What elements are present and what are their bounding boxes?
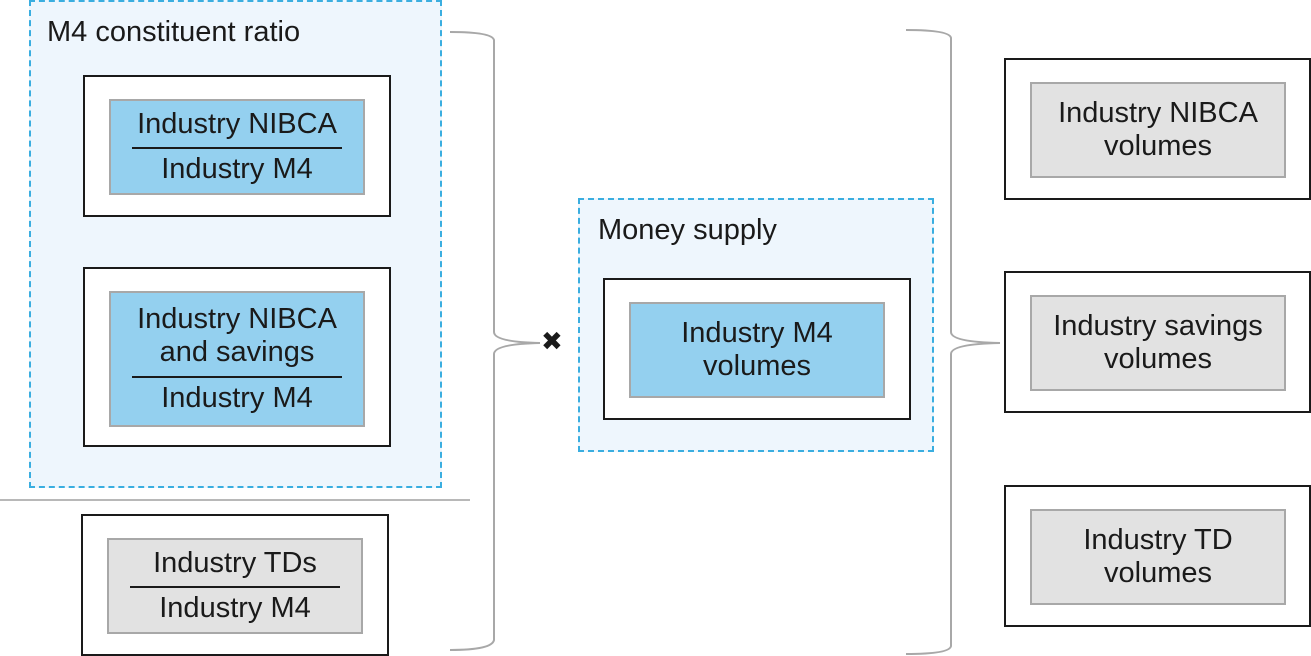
output-nibca-frame: Industry NIBCA volumes [1004, 58, 1311, 200]
nibca-ratio-numerator: Industry NIBCA [137, 107, 337, 140]
fraction-line [132, 375, 342, 378]
output-nibca-line1: Industry NIBCA [1058, 96, 1258, 129]
output-savings-line2: volumes [1104, 343, 1212, 375]
output-savings-cell[interactable]: Industry savings volumes [1030, 295, 1286, 391]
nibca-ratio-denominator: Industry M4 [161, 153, 313, 185]
output-nibca-line2: volumes [1104, 130, 1212, 162]
separator-line [0, 499, 470, 501]
output-savings-frame: Industry savings volumes [1004, 271, 1311, 413]
nibca-savings-ratio-cell[interactable]: Industry NIBCA and savings Industry M4 [109, 291, 365, 427]
nibca-savings-ratio-numerator: Industry NIBCA and savings [137, 302, 337, 369]
fraction-line [130, 586, 340, 588]
multiply-icon: ✖ [541, 327, 563, 357]
right-brace [905, 29, 1001, 655]
output-td-line1: Industry TD [1083, 523, 1233, 556]
output-td-frame: Industry TD volumes [1004, 485, 1311, 627]
nibca-savings-ratio-denominator: Industry M4 [161, 381, 313, 414]
td-ratio-numerator: Industry TDs [153, 546, 317, 579]
output-nibca-cell[interactable]: Industry NIBCA volumes [1030, 82, 1286, 178]
m4-volumes-cell[interactable]: Industry M4 volumes [629, 302, 885, 398]
fraction-line [132, 147, 342, 149]
money-supply-title: Money supply [598, 214, 777, 246]
nibca-ratio-cell[interactable]: Industry NIBCA Industry M4 [109, 99, 365, 195]
nibca-savings-ratio-frame: Industry NIBCA and savings Industry M4 [83, 267, 391, 447]
td-ratio-cell[interactable]: Industry TDs Industry M4 [107, 538, 363, 634]
nibca-ratio-frame: Industry NIBCA Industry M4 [83, 75, 391, 217]
output-td-cell[interactable]: Industry TD volumes [1030, 509, 1286, 605]
output-savings-line1: Industry savings [1053, 309, 1263, 342]
output-td-line2: volumes [1104, 557, 1212, 589]
m4-volumes-frame: Industry M4 volumes [603, 278, 911, 420]
constituent-ratio-title: M4 constituent ratio [47, 16, 301, 48]
left-brace [449, 31, 541, 651]
td-ratio-frame: Industry TDs Industry M4 [81, 514, 389, 656]
td-ratio-denominator: Industry M4 [159, 592, 311, 624]
